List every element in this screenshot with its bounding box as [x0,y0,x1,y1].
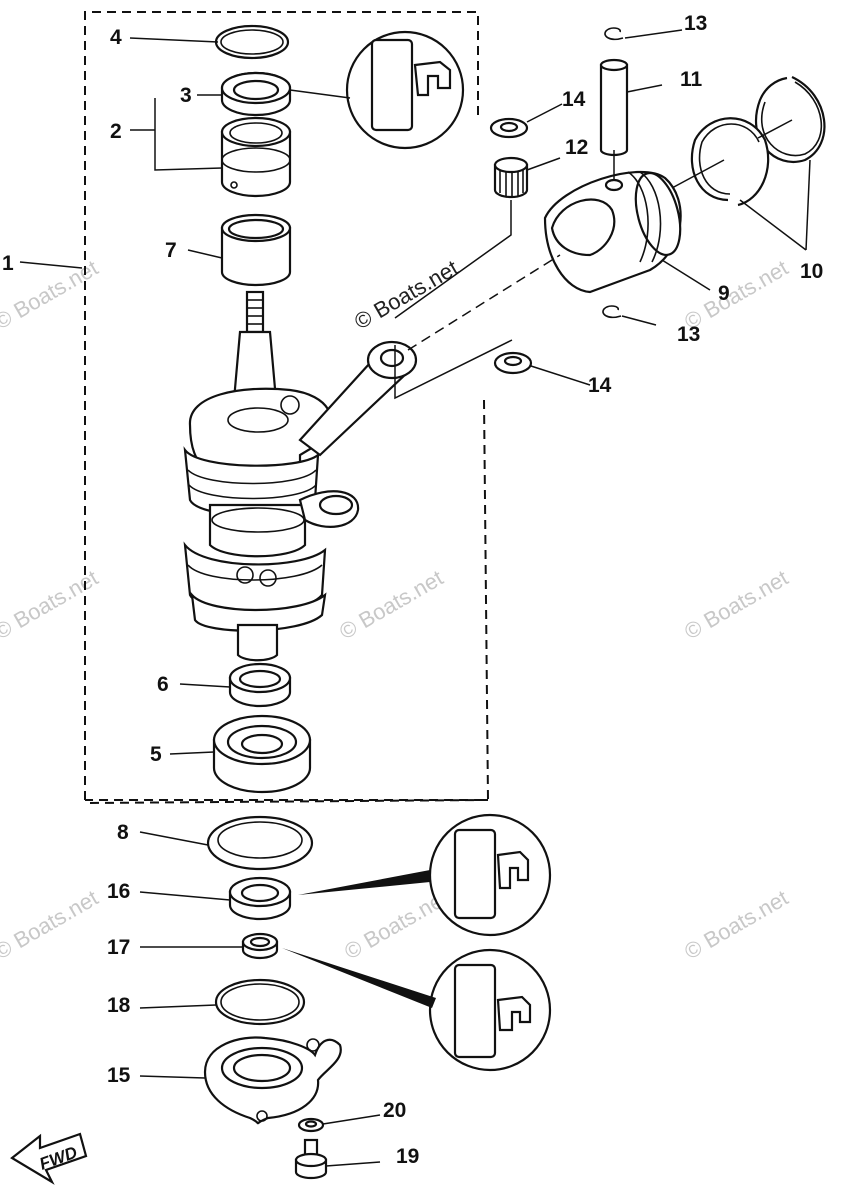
detail-seal-lip-top [289,30,465,150]
washer-14-lower [493,351,533,375]
oil-seal-3 [220,71,292,117]
watermark: © Boats.net [335,565,447,644]
callout-1: 1 [2,252,14,275]
callout-13-top: 13 [684,12,707,35]
o-ring-18 [214,978,306,1026]
watermark: © Boats.net [680,885,792,964]
callout-5: 5 [150,743,162,766]
watermark: © Boats.net [680,565,792,644]
callout-14-bottom: 14 [588,374,612,397]
callout-19: 19 [396,1145,419,1168]
assembly-boundary [84,11,490,804]
clip-13-lower [602,305,622,319]
watermark: © Boats.net [0,885,102,964]
callout-4: 4 [110,26,122,49]
bearing-housing-2 [220,116,292,198]
o-ring-4 [214,24,290,60]
watermark: © Boats.net [350,255,462,334]
connecting-rod [298,340,418,457]
callout-18: 18 [107,994,131,1017]
callout-14-top: 14 [562,88,586,111]
washer-20 [297,1117,325,1133]
callout-10: 10 [800,260,823,283]
watermark: © Boats.net [0,255,102,334]
callout-7: 7 [165,239,177,262]
watermark: © Boats.net [0,565,102,644]
small-end-bearing-12 [493,156,529,199]
bearing-5 [212,714,312,794]
callout-17: 17 [107,936,130,959]
callout-11: 11 [680,68,703,91]
bolt-19 [294,1138,328,1180]
crankshaft-1 [183,290,360,662]
needle-bearing-7 [220,213,292,287]
callout-3: 3 [180,84,192,107]
callout-9: 9 [718,282,730,305]
oil-seal-17 [241,932,279,960]
callout-2: 2 [110,120,122,143]
callout-6: 6 [157,673,169,696]
callout-8: 8 [117,821,129,844]
bearing-6 [228,662,292,708]
clip-13-upper [604,27,624,41]
fwd-arrow-icon: FWD [10,1132,88,1185]
piston-9 [543,170,682,294]
leader-lines [19,29,811,1167]
oil-seal-16 [228,876,292,921]
washer-14-upper [489,117,529,139]
gasket-8 [206,815,314,871]
piston-pin-11 [599,58,629,157]
detail-seal-lip-16 [298,813,552,937]
detail-seal-lip-17 [282,948,552,1072]
callout-12: 12 [565,136,588,159]
piston-rings-10 [690,76,826,207]
callout-13-bottom: 13 [677,323,700,346]
callout-16: 16 [107,880,130,903]
housing-15 [203,1036,342,1125]
assembly-guides [394,150,615,400]
callout-labels: 1 2 3 4 7 6 5 8 16 17 18 15 20 19 13 11 … [2,12,823,1168]
callout-15: 15 [107,1064,131,1087]
callout-20: 20 [383,1099,406,1122]
